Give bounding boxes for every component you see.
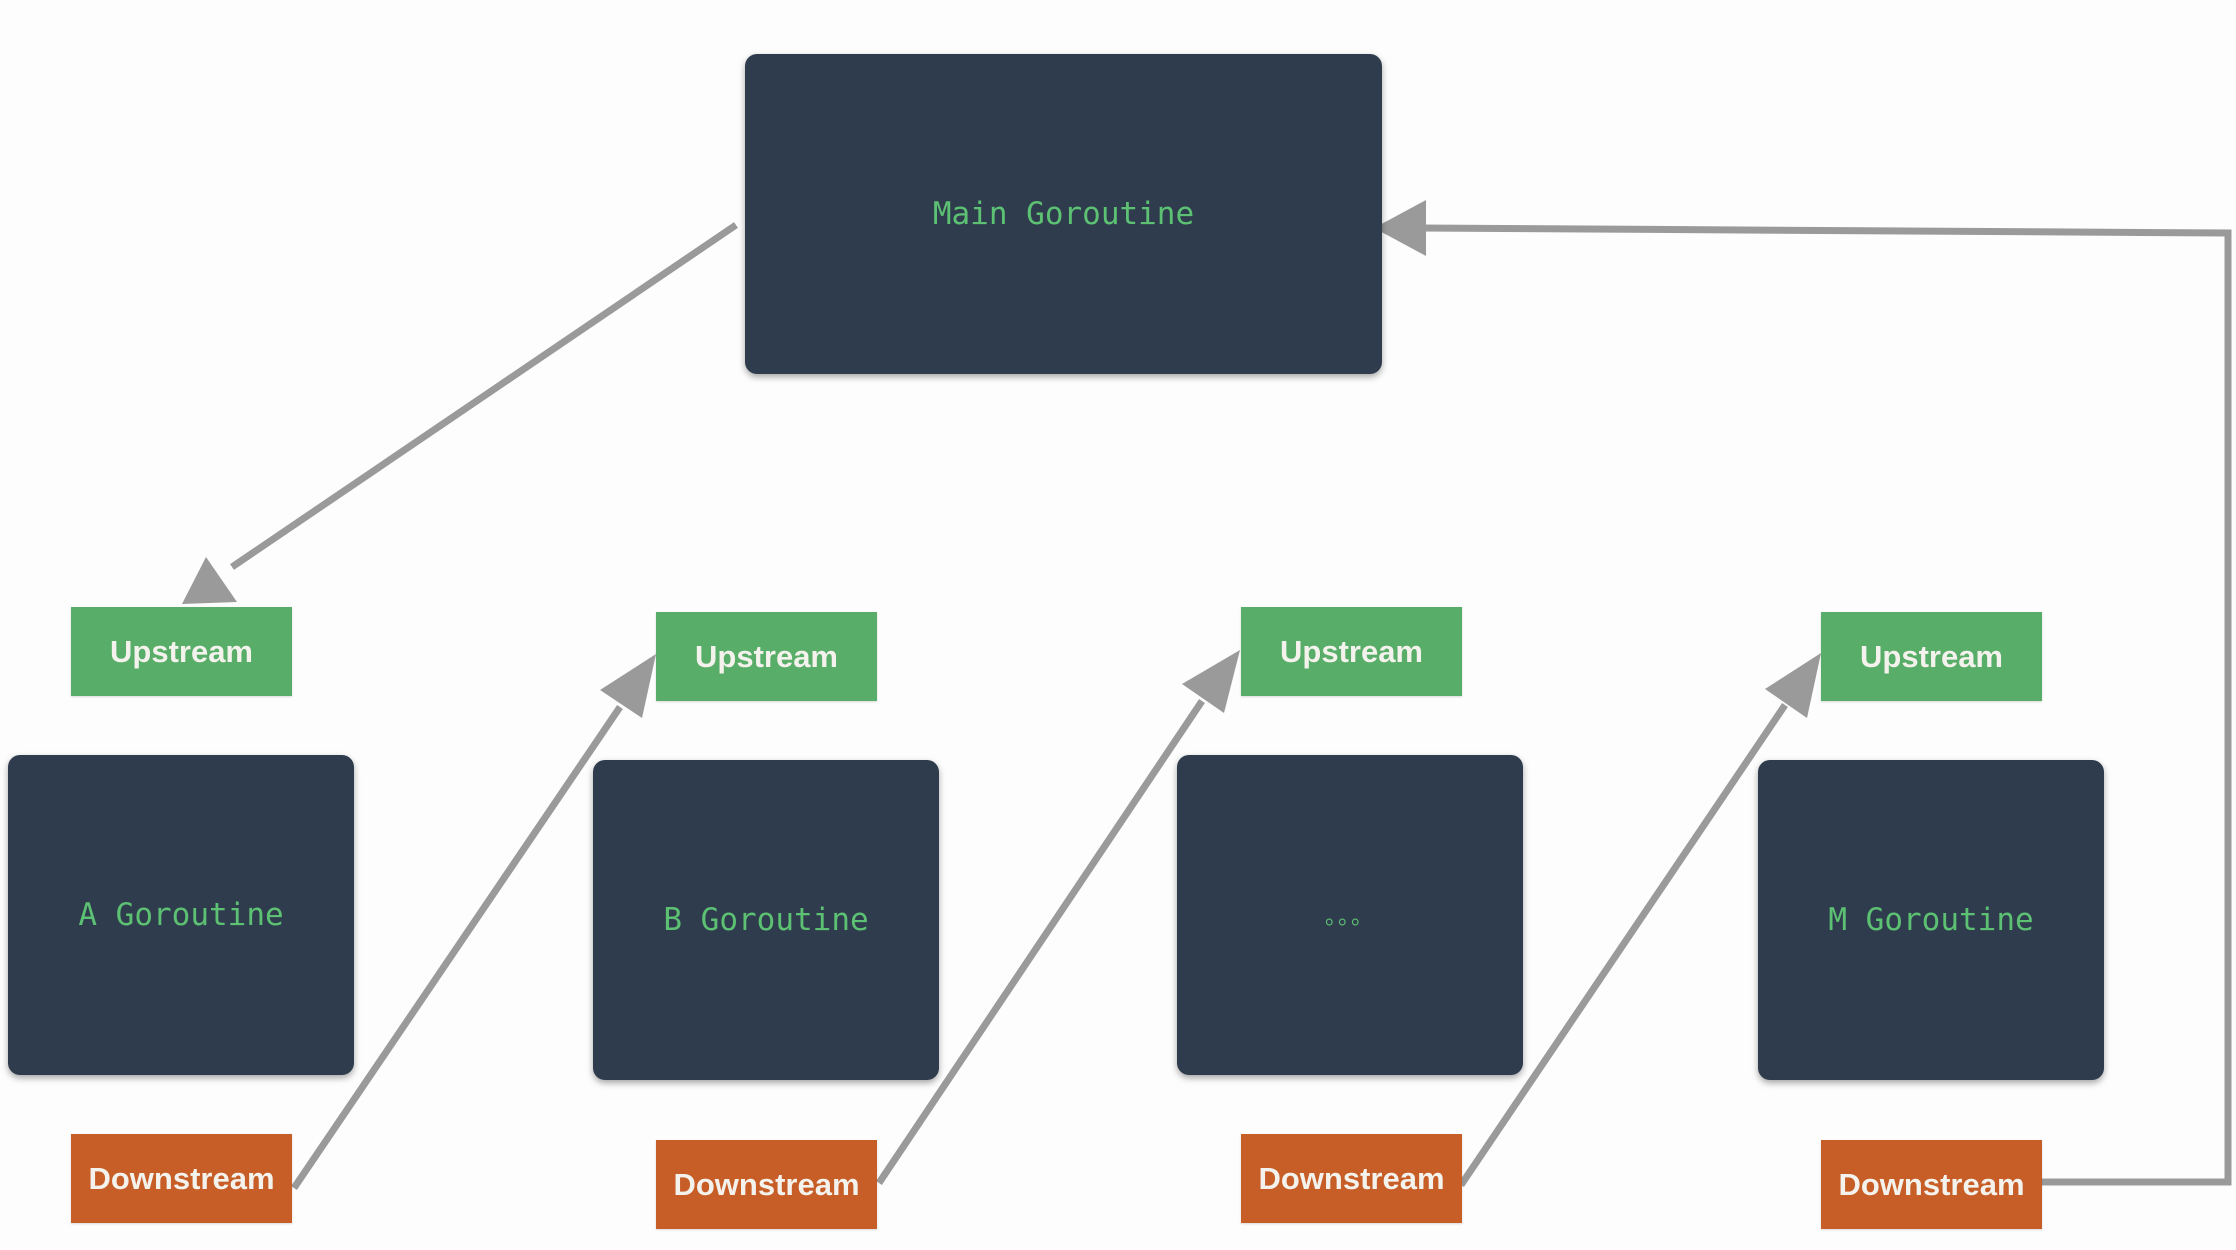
- arrow-b-downstream-to-dots-upstream: [876, 699, 1205, 1185]
- main-goroutine-label: Main Goroutine: [932, 196, 1195, 232]
- dots-downstream: Downstream: [1241, 1134, 1462, 1223]
- dots-upstream: Upstream: [1241, 607, 1462, 696]
- m-upstream: Upstream: [1821, 612, 2042, 701]
- arrow-m-downstream-to-main: [1419, 224, 2232, 1186]
- dots-goroutine-box: 。。。: [1177, 755, 1523, 1075]
- a-upstream: Upstream: [71, 607, 292, 696]
- m-upstream-label: Upstream: [1860, 638, 2003, 674]
- dots-goroutine-label: 。。。: [1324, 905, 1375, 930]
- dots-upstream-label: Upstream: [1280, 633, 1423, 669]
- arrowhead-dots-downstream-to-m-upstream: [1765, 653, 1821, 718]
- a-downstream-label: Downstream: [88, 1160, 275, 1196]
- b-upstream-label: Upstream: [695, 638, 838, 674]
- b-downstream: Downstream: [656, 1140, 877, 1229]
- m-goroutine-label: M Goroutine: [1828, 902, 2034, 938]
- arrowhead-m-downstream-to-main: [1374, 200, 1426, 256]
- b-downstream-label: Downstream: [673, 1166, 860, 1202]
- dots-downstream-label: Downstream: [1258, 1160, 1445, 1196]
- arrowhead-a-downstream-to-b-upstream: [600, 654, 656, 718]
- arrow-a-downstream-to-b-upstream: [291, 705, 623, 1190]
- a-downstream: Downstream: [71, 1134, 292, 1223]
- m-downstream: Downstream: [1821, 1140, 2042, 1229]
- m-goroutine-box: M Goroutine: [1758, 760, 2104, 1080]
- a-goroutine-box: A Goroutine: [8, 755, 354, 1075]
- b-goroutine-label: B Goroutine: [663, 902, 869, 938]
- a-upstream-label: Upstream: [110, 633, 253, 669]
- b-upstream: Upstream: [656, 612, 877, 701]
- main-goroutine-box: Main Goroutine: [745, 54, 1382, 374]
- arrow-main-to-a-upstream: [230, 222, 738, 570]
- arrowhead-b-downstream-to-dots-upstream: [1182, 650, 1240, 713]
- m-downstream-label: Downstream: [1838, 1166, 2025, 1202]
- arrow-dots-downstream-to-m-upstream: [1458, 703, 1788, 1187]
- a-goroutine-label: A Goroutine: [78, 897, 284, 933]
- arrowhead-main-to-a-upstream: [182, 557, 237, 604]
- b-goroutine-box: B Goroutine: [593, 760, 939, 1080]
